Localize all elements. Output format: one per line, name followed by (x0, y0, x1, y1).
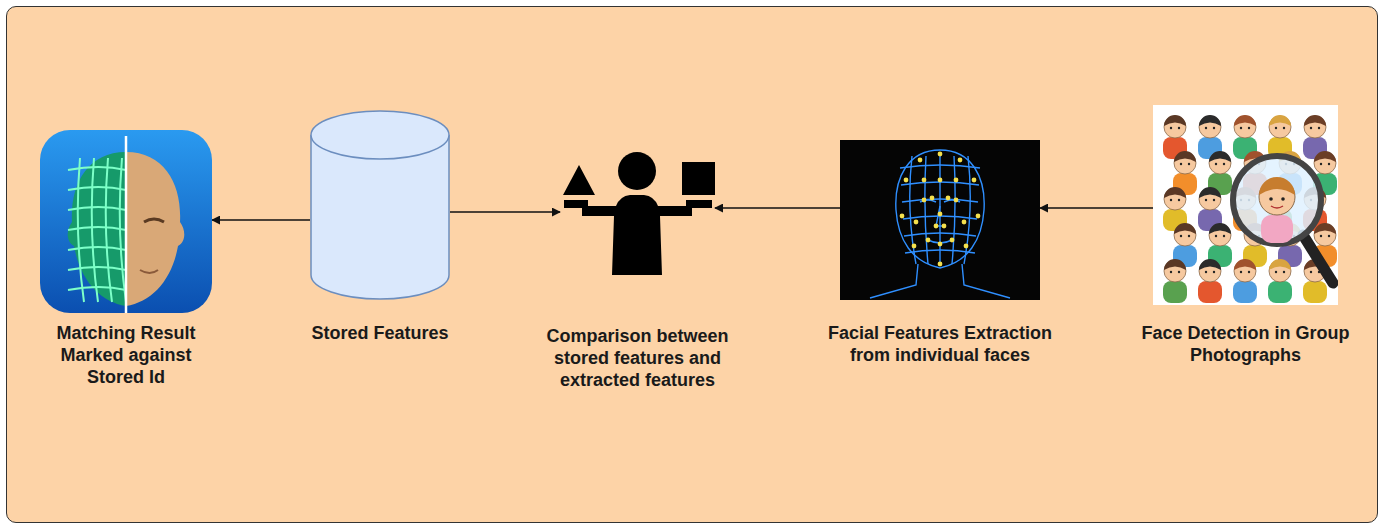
group-photo-image (1153, 105, 1338, 305)
flow-arrow (715, 207, 840, 209)
database-cylinder (310, 110, 450, 300)
process-step: Comparison between stored features and e… (560, 150, 715, 275)
step-caption: Facial Features Extraction from individu… (806, 322, 1074, 366)
process-step: Face Detection in Group Photographs (1153, 105, 1338, 305)
step-caption: Stored Features (280, 322, 480, 344)
flow-arrow (212, 219, 310, 221)
process-step: Facial Features Extraction from individu… (840, 140, 1040, 300)
face-mesh-image (840, 140, 1040, 300)
step-caption: Face Detection in Group Photographs (1120, 322, 1372, 366)
flow-arrow (450, 211, 560, 213)
result-icon (40, 130, 212, 313)
process-step: Stored Features (310, 110, 450, 300)
step-caption: Comparison between stored features and e… (526, 325, 750, 391)
step-caption: Matching Result Marked against Stored Id (40, 322, 212, 388)
process-step: Matching Result Marked against Stored Id (40, 130, 212, 313)
comparison-figure (560, 150, 715, 275)
flow-arrow (1040, 207, 1153, 209)
